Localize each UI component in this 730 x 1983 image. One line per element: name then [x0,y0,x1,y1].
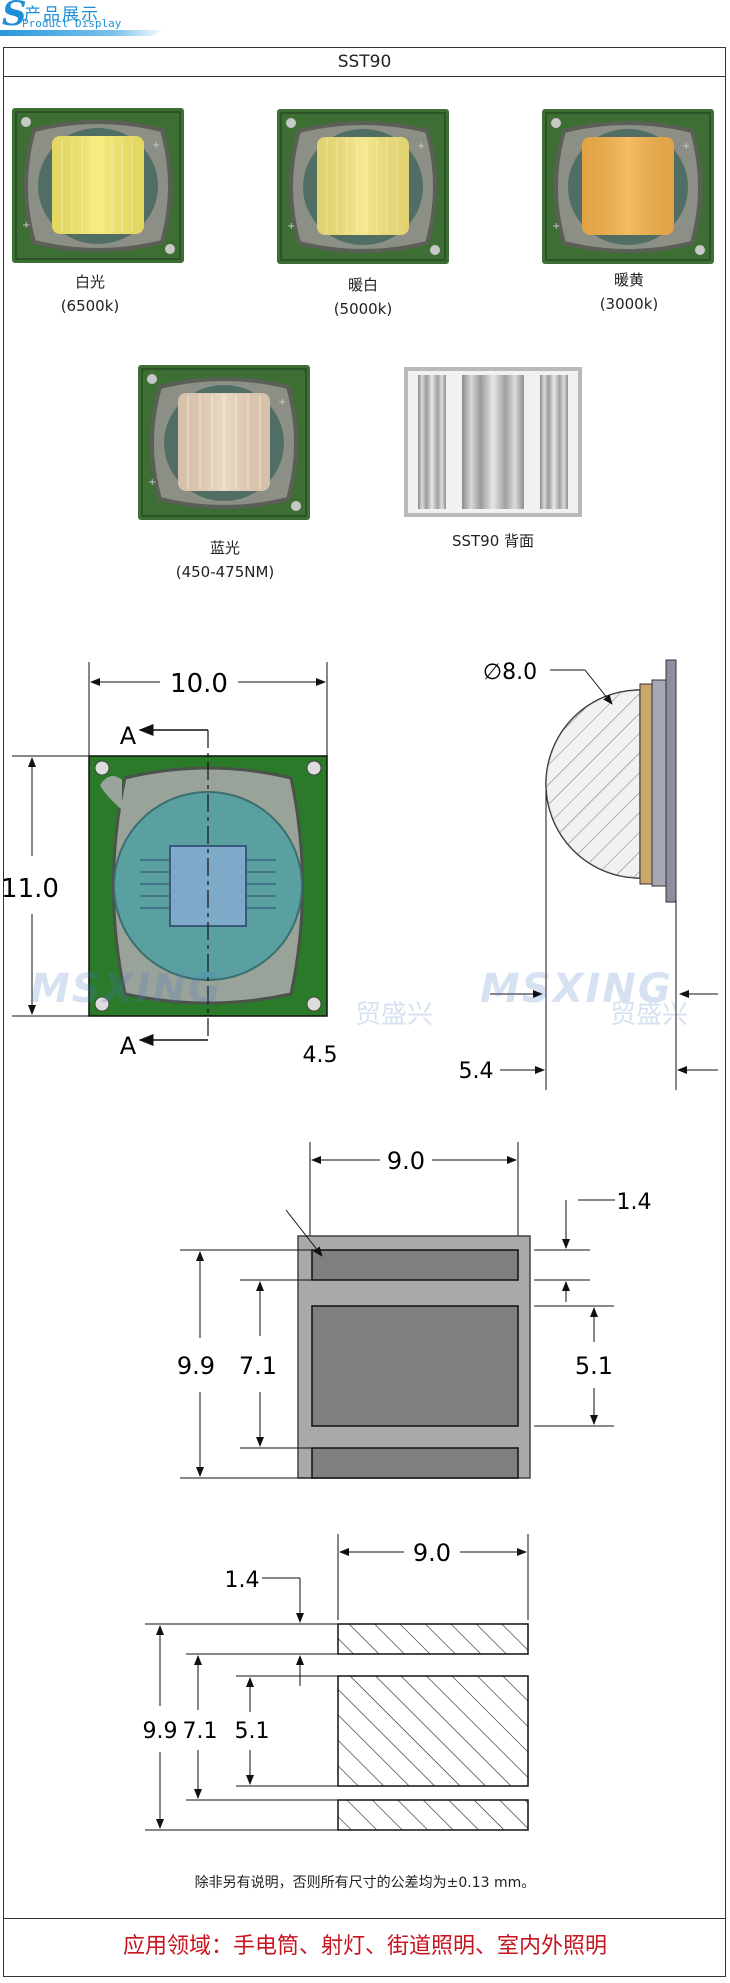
led-photo-warm-yellow [540,107,716,266]
led-side-view [545,659,677,903]
page-title: SST90 [3,47,726,77]
footer-divider [3,1918,726,1919]
caption-white-spec: (6500k) [60,297,120,315]
footprint-pad-bottom [337,1799,529,1831]
led-photo-warm-white [275,107,451,266]
section-marker-top: A [120,722,137,750]
caption-warm-white-spec: (5000k) [333,300,393,318]
pad-dim-center: 5.1 [575,1352,613,1380]
caption-blue-spec: (450-475NM) [175,563,275,581]
footprint-dim-center: 5.1 [235,1719,270,1744]
pad-dim-width: 9.0 [387,1147,425,1175]
caption-warm-yellow-spec: (3000k) [599,295,659,313]
pad-dim-mid: 7.1 [239,1352,277,1380]
section-marker-bottom: A [120,1032,137,1060]
led-photo-white [10,106,186,265]
dim-height: 11.0 [1,874,59,904]
dim-depth: 4.5 [303,1043,338,1068]
pad-center [311,1305,519,1427]
application-fields: 应用领域：手电筒、射灯、街道照明、室内外照明 [122,1934,607,1959]
footprint-pad-center [337,1675,529,1787]
pad-dim-top: 1.4 [617,1190,652,1215]
caption-back-view: SST90 背面 [451,532,535,550]
led-top-view [88,730,328,1040]
caption-white: 白光 (6500k) [40,270,140,318]
dimension-drawing-footprint: 9.0 1.4 9.9 7.1 5.1 [143,1534,529,1831]
footprint-dim-outer: 9.9 [143,1719,178,1744]
back-view-photo [404,367,582,517]
caption-warm-yellow-name: 暖黄 [613,271,644,289]
dimension-drawing-top-side: 10.0 11.0 A A 4.5 ∅8.0 [1,659,718,1090]
caption-warm-white-name: 暖白 [347,276,378,294]
footprint-dim-mid: 7.1 [183,1719,218,1744]
header-title-en: Product Display [22,17,122,30]
header-logo-letter: S [2,0,27,34]
product-photos: + + [10,106,716,522]
footprint-dim-width: 9.0 [413,1539,451,1567]
header: S 产品展示 Product Display [0,0,170,38]
footprint-pad-top [337,1623,529,1655]
caption-white-name: 白光 [74,273,105,291]
caption-warm-white: 暖白 (5000k) [313,273,413,321]
footprint-dim-top: 1.4 [225,1568,260,1593]
header-underline [0,30,165,36]
header-title-cn: 产品展示 [24,5,100,25]
dim-lens-diameter: ∅8.0 [483,660,537,685]
caption-warm-yellow: 暖黄 (3000k) [579,268,679,316]
led-photo-blue [136,363,312,522]
dim-width: 10.0 [170,669,228,699]
pad-bottom [311,1447,519,1479]
dim-side: 5.4 [459,1059,494,1084]
pad-top [311,1249,519,1281]
content-frame [3,47,726,1977]
dimension-drawing-pads: 9.0 1.4 5.1 9.9 7.1 [177,1142,652,1479]
tolerance-note: 除非另有说明，否则所有尺寸的公差均为±0.13 mm。 [194,1875,536,1891]
pad-dim-outer: 9.9 [177,1352,215,1380]
caption-blue: 蓝光 (450-475NM) [150,536,300,584]
caption-blue-name: 蓝光 [209,539,240,557]
